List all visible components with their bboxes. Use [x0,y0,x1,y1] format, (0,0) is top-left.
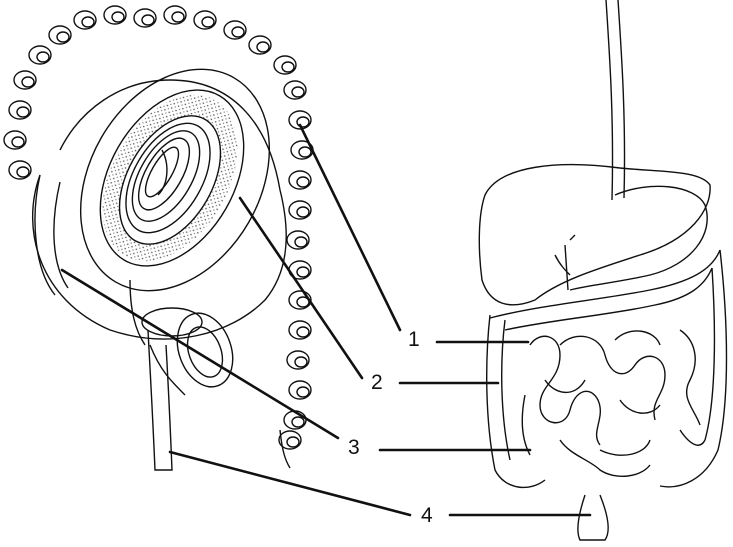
colon-coil-inner [287,437,299,447]
right-digestive-drawing [479,0,726,540]
colon-coil-inner [57,32,69,42]
descending-tube [35,175,68,295]
stomach [570,186,707,290]
colon-coil-inner [22,77,34,87]
leader-line-1 [300,125,400,330]
colon-coil-inner [37,52,49,62]
colon-coil-inner [82,17,94,27]
colon-coil-inner [172,12,184,22]
label-3: 3 [348,437,360,458]
label-4: 4 [421,505,433,526]
leader-line-3 [62,270,338,438]
colon-coil-inner [142,15,154,25]
leader-line-4 [170,452,410,515]
colon-coil-inner [295,237,307,247]
transverse-colon [490,250,720,330]
colon-coil-inner [257,42,269,52]
colon-coil-inner [112,12,124,22]
colon-coil-inner [292,87,304,97]
rectum-tube [148,330,172,470]
colon-coil-inner [299,147,311,157]
colon-coil-inner [297,387,309,397]
colon-coil-inner [282,62,294,72]
label-1: 1 [408,329,420,350]
colon-coil-inner [202,17,214,27]
colon-coil-inner [17,107,29,117]
label-2: 2 [371,372,383,393]
colon-coil-inner [292,417,304,427]
small-intestine [522,330,705,476]
esophagus [606,0,625,200]
colon-coil-inner [297,267,309,277]
colon-coil-inner [297,177,309,187]
colon-coil-inner [232,27,244,37]
colon-coil-inner [17,167,29,177]
colon-coil-inner [297,207,309,217]
colon-coil-inner [12,137,24,147]
rectum [578,495,608,540]
colon-coil-inner [295,357,307,367]
colon-coil-inner [297,327,309,337]
